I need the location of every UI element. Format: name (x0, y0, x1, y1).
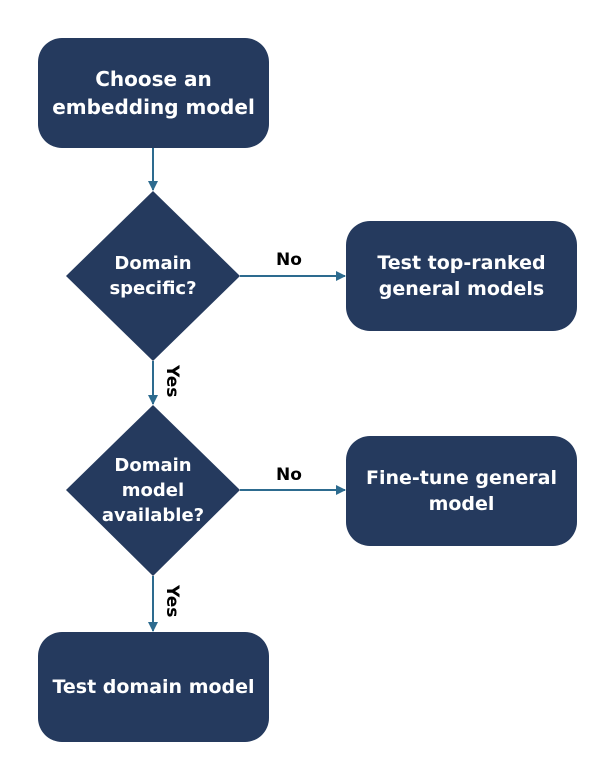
edge-label-yes-1: Yes (162, 365, 182, 398)
edge-label-no-1: No (276, 250, 302, 270)
decision-domain-specific-label: Domain specific? (109, 253, 197, 299)
fine-tune-node: Fine-tune general model (346, 436, 577, 546)
edge-label-no-2: No (276, 465, 302, 485)
general-models-node: Test top-ranked general models (346, 221, 577, 331)
test-domain-node: Test domain model (38, 632, 269, 742)
decision-domain-specific-shape (66, 191, 240, 361)
decision-model-available-label: Domain model available? (101, 454, 205, 526)
start-node: Choose an embedding model (38, 38, 269, 148)
decision-model-available-shape (66, 405, 240, 576)
edge-label-yes-2: Yes (162, 585, 182, 618)
